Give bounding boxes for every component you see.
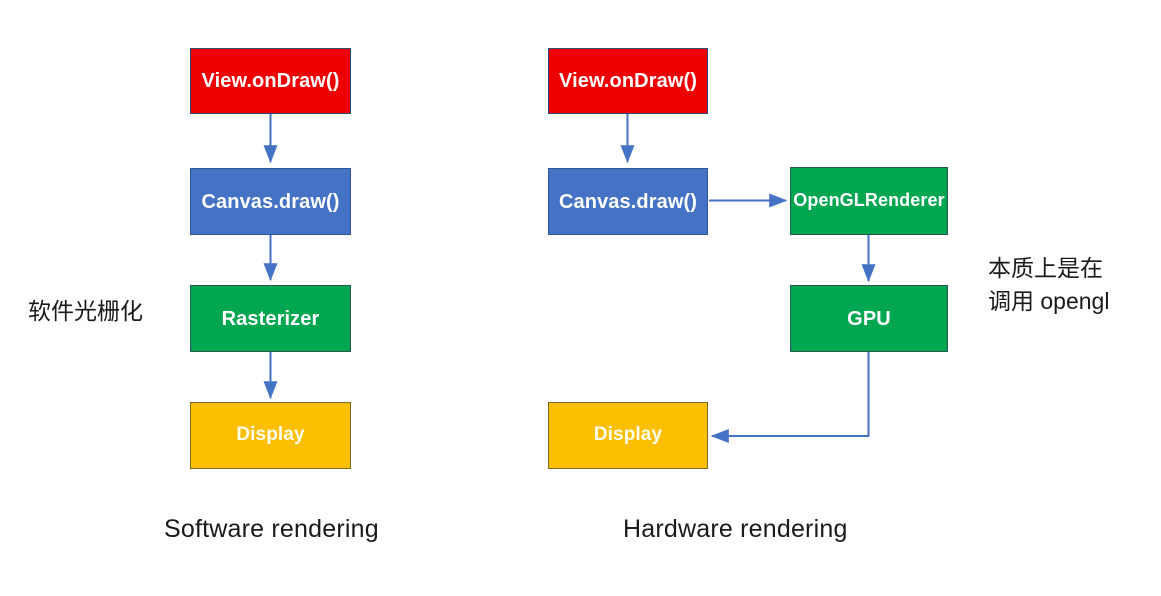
node-label: Display xyxy=(236,424,305,446)
node-label: Display xyxy=(593,424,663,446)
caption-hardware-rendering: Hardware rendering xyxy=(623,515,848,543)
node-hw-display[interactable]: Display xyxy=(548,402,708,469)
node-hw-opengl-renderer[interactable]: OpenGLRenderer xyxy=(790,167,948,235)
node-label: Canvas.draw() xyxy=(201,190,340,213)
node-sw-display[interactable]: Display xyxy=(190,402,351,469)
annotation-opengl-call: 本质上是在 调用 opengl xyxy=(988,255,1110,314)
edge-hw-gpu-to-display xyxy=(710,352,870,443)
node-hw-canvas-draw[interactable]: Canvas.draw() xyxy=(548,168,708,235)
annotation-software-rasterization: 软件光栅化 xyxy=(28,298,143,324)
node-hw-view-ondraw[interactable]: View.onDraw() xyxy=(548,48,708,114)
node-sw-canvas-draw[interactable]: Canvas.draw() xyxy=(190,168,351,235)
node-label: Canvas.draw() xyxy=(558,190,697,213)
node-label: View.onDraw() xyxy=(201,70,340,92)
node-sw-rasterizer[interactable]: Rasterizer xyxy=(190,285,351,352)
node-sw-view-ondraw[interactable]: View.onDraw() xyxy=(190,48,351,114)
node-label: OpenGLRenderer xyxy=(793,190,945,211)
node-label: View.onDraw() xyxy=(559,70,697,92)
node-label: Rasterizer xyxy=(221,307,320,330)
node-label: GPU xyxy=(847,307,891,330)
caption-software-rendering: Software rendering xyxy=(164,515,379,543)
node-hw-gpu[interactable]: GPU xyxy=(790,285,948,352)
